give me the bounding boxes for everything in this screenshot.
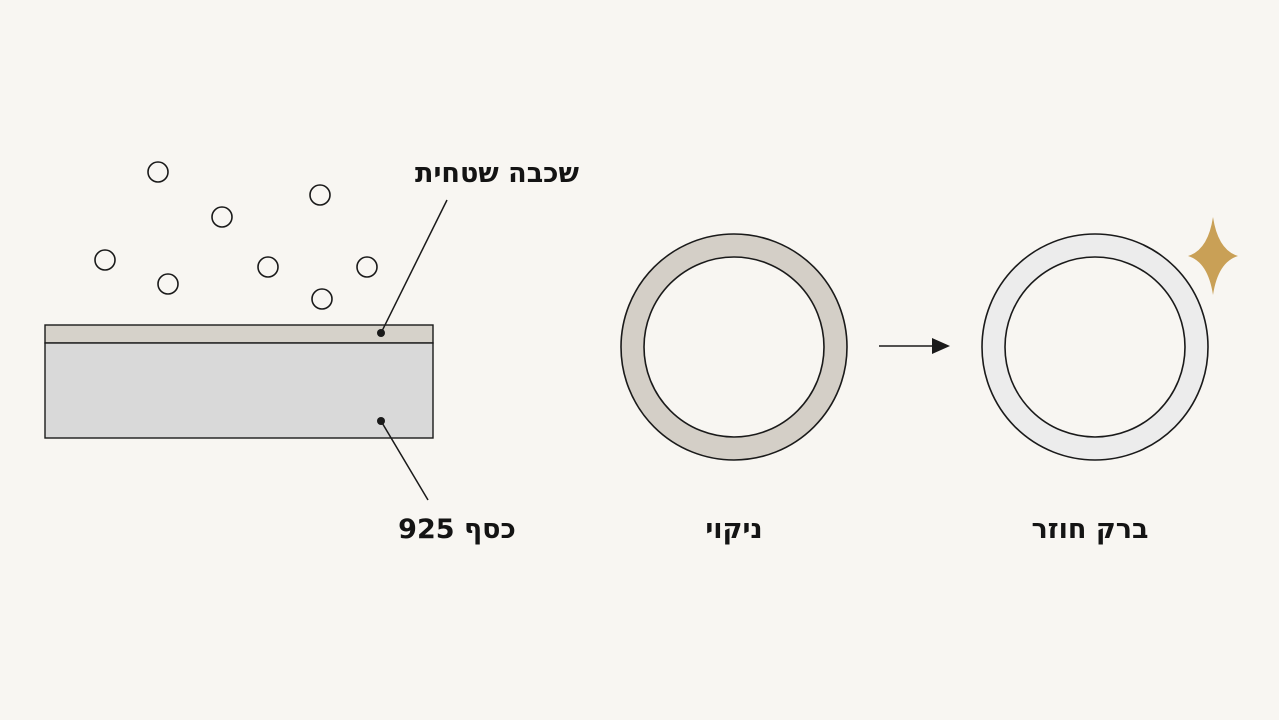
surface-particles — [94, 161, 378, 310]
arrow-right-icon — [879, 338, 950, 354]
clean-ring: ברק חוזר — [981, 233, 1209, 545]
particle — [257, 256, 279, 278]
silver-body — [44, 342, 434, 439]
particle — [147, 161, 169, 183]
label-silver-925: כסף 925 — [398, 514, 516, 545]
particle — [157, 273, 179, 295]
label-shine-returns: ברק חוזר — [1032, 514, 1149, 545]
sparkle-icon — [1188, 217, 1238, 295]
label-cleaning: ניקוי — [705, 514, 762, 545]
particle — [94, 249, 116, 271]
callout-dot — [377, 329, 385, 337]
particle — [309, 184, 331, 206]
callout-silver-925: כסף 925 — [377, 417, 516, 545]
particle — [356, 256, 378, 278]
callout-surface-layer: שכבה שטחית — [377, 158, 579, 337]
particle — [311, 288, 333, 310]
surface-layer-band — [44, 324, 434, 344]
label-surface-layer: שכבה שטחית — [415, 158, 579, 189]
particle — [211, 206, 233, 228]
metal-slab — [44, 324, 434, 439]
callout-line — [380, 199, 448, 334]
callout-line — [380, 420, 429, 501]
callout-dot — [377, 417, 385, 425]
tarnished-ring: ניקוי — [620, 233, 848, 545]
